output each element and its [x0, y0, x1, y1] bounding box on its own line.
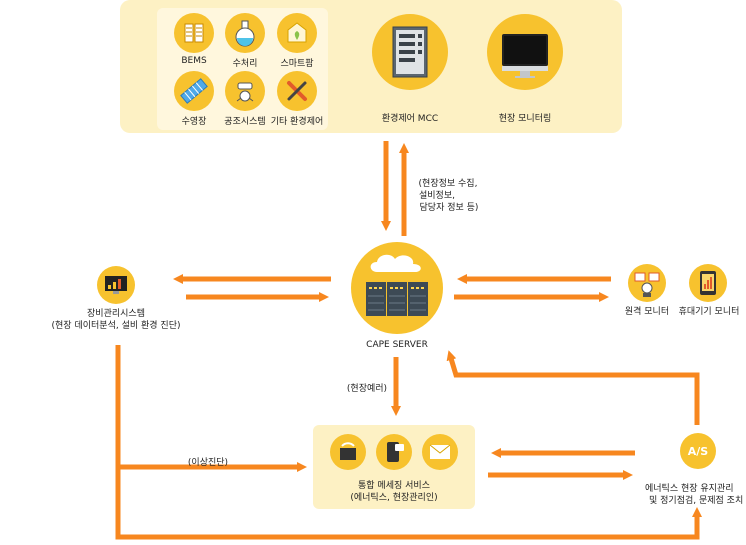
mcc-cabinet-icon: [372, 14, 448, 90]
collect-note-line1: (현장정보 수집,: [418, 179, 478, 189]
maintenance-line1: 에너틱스 현장 유지관리: [645, 484, 734, 494]
server-icon: [351, 242, 443, 334]
collect-note-line2: 설비정보,: [419, 191, 455, 201]
icon-label-pool: 수영장: [181, 117, 207, 127]
mobile-monitor-icon: [689, 264, 727, 302]
remote-monitor-label: 원격 모니터: [624, 307, 670, 317]
anomaly-label: (이상진단): [187, 458, 229, 468]
mail-icon: [422, 434, 458, 470]
mobile-monitor-label: 휴대기기 모니터: [678, 307, 740, 317]
monitoring-label: 현장 모니터링: [498, 114, 552, 124]
as-badge: A/S: [680, 433, 716, 469]
field-request-label: (현장예러): [346, 384, 388, 394]
icon-label-smartfarm: 스마트팜: [280, 59, 314, 69]
messaging-title: 통합 메세징 서비스: [358, 481, 430, 491]
server-label: CAPE SERVER: [366, 340, 428, 350]
icon-label-hvac: 공조시스템: [224, 117, 266, 127]
messaging-subtitle: (에너틱스, 현장관리인): [350, 493, 438, 503]
maintenance-line2: 및 정기점검, 문제점 조치: [649, 496, 744, 506]
icon-label-water: 수처리: [232, 59, 258, 69]
collect-note-line3: 담당자 정보 등): [419, 203, 479, 213]
as-badge-text: A/S: [687, 444, 709, 458]
hvac-icon: [225, 71, 265, 111]
equipment-system-icon: [97, 266, 135, 304]
icon-label-other: 기타 환경제어: [270, 117, 324, 127]
flask-icon: [225, 13, 265, 53]
smart-farm-icon: [277, 13, 317, 53]
equipment-subtitle: (현장 데이터분석, 설비 환경 진단): [51, 321, 181, 331]
icon-label-bems: BEMS: [181, 56, 207, 66]
pool-icon: [174, 71, 214, 111]
equipment-title: 장비관리시스템: [87, 309, 145, 319]
building-icon: [174, 13, 214, 53]
tools-icon: [277, 71, 317, 111]
remote-monitor-icon: [628, 264, 666, 302]
mcc-label: 환경제어 MCC: [381, 114, 439, 124]
phone-message-icon: [376, 434, 412, 470]
tablet-icon: [330, 434, 366, 470]
monitor-icon: [487, 14, 563, 90]
